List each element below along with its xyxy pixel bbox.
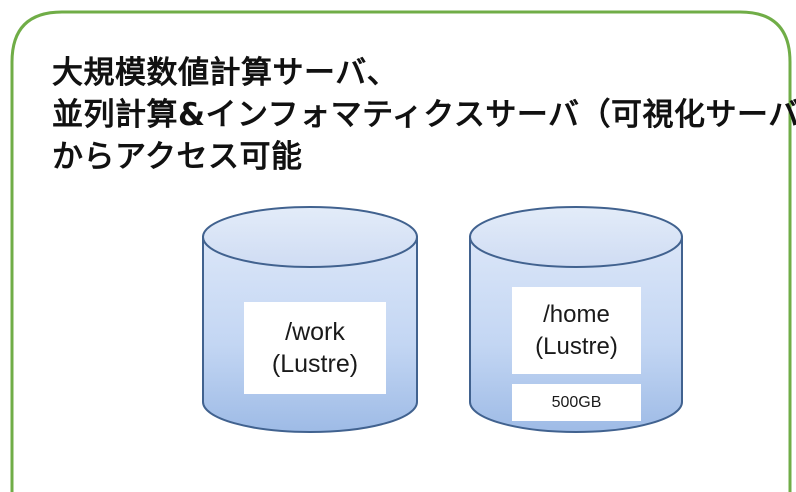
home-filesystem: (Lustre) [535,332,618,360]
access-description: 大規模数値計算サーバ、 並列計算&インフォマティクスサーバ（可視化サーバ） から… [52,52,796,178]
heading-line-1: 大規模数値計算サーバ、 [52,55,399,91]
home-mount-path: /home [543,300,610,328]
work-mount-path: /work [285,318,345,346]
heading-line-3: からアクセス可能 [52,139,303,175]
work-label-box: /work (Lustre) [244,302,386,394]
heading-line-2: 並列計算&インフォマティクスサーバ（可視化サーバ） [52,97,796,133]
panel-border [10,10,792,492]
home-quota-box: 500GB [512,384,641,421]
work-filesystem: (Lustre) [271,350,359,378]
home-label-box: /home (Lustre) [512,287,641,374]
home-quota: 500GB [551,393,602,411]
